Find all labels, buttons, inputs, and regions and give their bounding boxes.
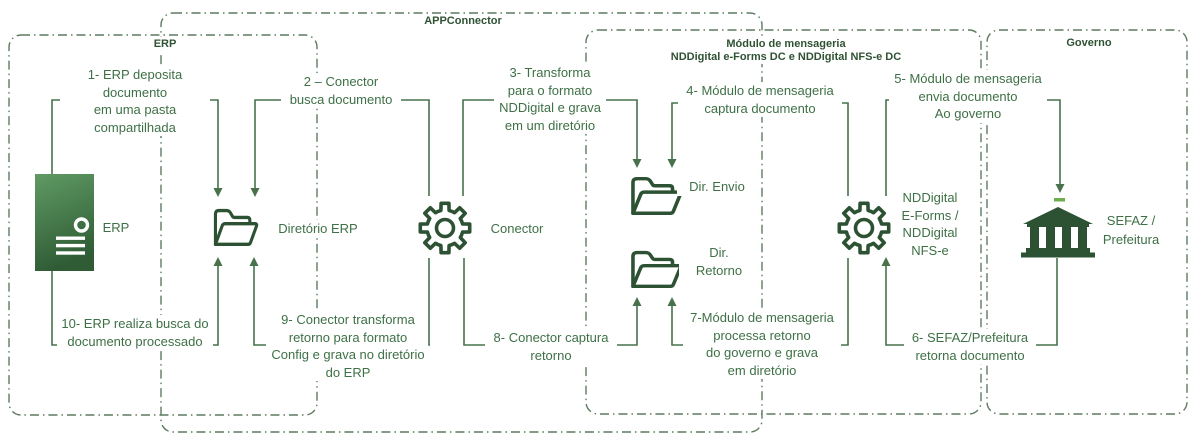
flow-step6-left	[885, 266, 904, 346]
gear-icon-nddigital	[837, 201, 891, 255]
node-label-erp-server: ERP	[96, 219, 136, 237]
container-mensageria-title: Módulo de mensageria NDDigital e-Forms D…	[659, 37, 913, 64]
gear-icon-conector	[418, 201, 472, 255]
node-label-conector: Conector	[482, 220, 552, 238]
node-label-nddigital: NDDigital E-Forms / NDDigital NFS-e	[895, 189, 965, 259]
node-label-dir-retorno: Dir. Retorno	[679, 244, 759, 279]
folder-icon-dir-erp	[213, 208, 259, 247]
flow-step7-left	[671, 306, 683, 346]
folder-icon-dir-envio	[631, 176, 683, 216]
container-erp-title: ERP	[134, 37, 196, 52]
flow-step3-right	[606, 99, 638, 159]
flow-step4-left	[671, 102, 680, 159]
flow-step8-right	[617, 306, 638, 346]
flow-step8-left	[463, 258, 485, 346]
container-erp-border	[8, 34, 318, 416]
arrowhead-step1-down	[213, 188, 223, 197]
flow-step2-left	[254, 99, 281, 189]
node-label-sefaz: SEFAZ / Prefeitura	[1096, 211, 1166, 249]
flow-step2-right	[401, 99, 430, 196]
node-label-dir-envio: Dir. Envio	[677, 178, 757, 196]
flow-step1-right	[208, 99, 219, 189]
container-mensageria-subtitle: NDDigital e-Forms DC e NDDigital NFS-e D…	[670, 50, 902, 63]
node-label-dir-erp: Diretório ERP	[273, 220, 363, 238]
container-governo-title: Governo	[1047, 36, 1131, 51]
container-mensageria-border	[585, 29, 982, 415]
container-mensageria-title-line: Módulo de mensageria	[726, 38, 846, 50]
arrowhead-step7-up	[667, 297, 677, 306]
flow-step6-right	[1036, 258, 1058, 346]
flow-step3-left	[462, 99, 494, 196]
flow-step10-right	[213, 266, 219, 346]
arrowhead-step6-up	[881, 257, 891, 266]
arrowhead-step3-down	[632, 159, 642, 168]
arrowhead-step2-down	[250, 188, 260, 197]
arrowhead-step4-down	[667, 159, 677, 168]
arrowhead-step5-down	[1055, 184, 1065, 193]
container-governo-border	[986, 29, 1188, 415]
arrowhead-step9-up	[249, 257, 259, 266]
arrowhead-step10-up	[213, 257, 223, 266]
flow-step5-right	[1047, 99, 1061, 184]
flow-step9-right	[428, 258, 430, 346]
folder-icon-dir-retorno	[631, 250, 683, 289]
container-appconnector-title: APPConnector	[411, 14, 515, 29]
bank-icon	[1021, 198, 1095, 258]
container-appconnector-border	[160, 12, 763, 433]
flow-step10-left	[51, 271, 57, 346]
arrowhead-step8-up	[632, 297, 642, 306]
server-icon	[35, 174, 94, 271]
flow-step7-right	[841, 258, 849, 346]
flow-step9-left	[253, 266, 266, 346]
flow-step1-left	[51, 99, 62, 174]
flow-step4-right	[842, 102, 849, 196]
